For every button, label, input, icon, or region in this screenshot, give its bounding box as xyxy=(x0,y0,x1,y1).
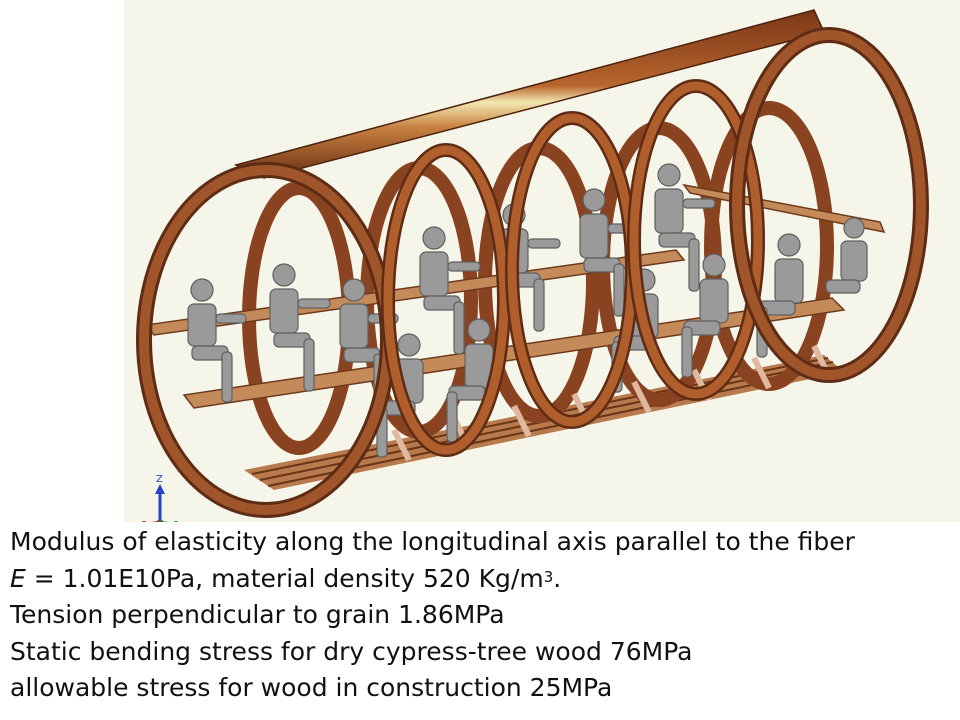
caption-line-allowable: allowable stress for wood in constructio… xyxy=(10,673,613,702)
caption-symbol-e: E xyxy=(10,563,26,593)
dummy xyxy=(446,318,494,443)
caption-line-density: E = 1.01E10Pa, material density 520 Kg/m… xyxy=(10,561,950,598)
wooden-cylinder-model: Z X Y xyxy=(136,9,929,522)
crash-test-dummies xyxy=(187,163,868,458)
caption-line-modulus: Modulus of elasticity along the longitud… xyxy=(10,527,855,556)
caption-density-period: . xyxy=(553,563,562,593)
dummy xyxy=(825,217,868,294)
dummy xyxy=(681,253,729,378)
caption-line-bending: Static bending stress for dry cypress-tr… xyxy=(10,636,693,666)
dummy xyxy=(419,226,481,355)
caption-text: Modulus of elasticity along the longitud… xyxy=(10,524,950,707)
dummy xyxy=(269,263,331,392)
axis-z-label: Z xyxy=(156,474,163,485)
dummy xyxy=(654,163,716,292)
model-render: Z X Y xyxy=(124,0,960,522)
dummy xyxy=(187,278,247,403)
axis-triad: Z X Y xyxy=(141,474,179,522)
caption-density-text: = 1.01E10Pa, material density 520 Kg/m xyxy=(25,563,544,593)
caption-line-tension: Tension perpendicular to grain 1.86MPa xyxy=(10,600,505,629)
front-rings xyxy=(136,27,929,518)
caption-density-exponent: 3 xyxy=(543,567,554,586)
